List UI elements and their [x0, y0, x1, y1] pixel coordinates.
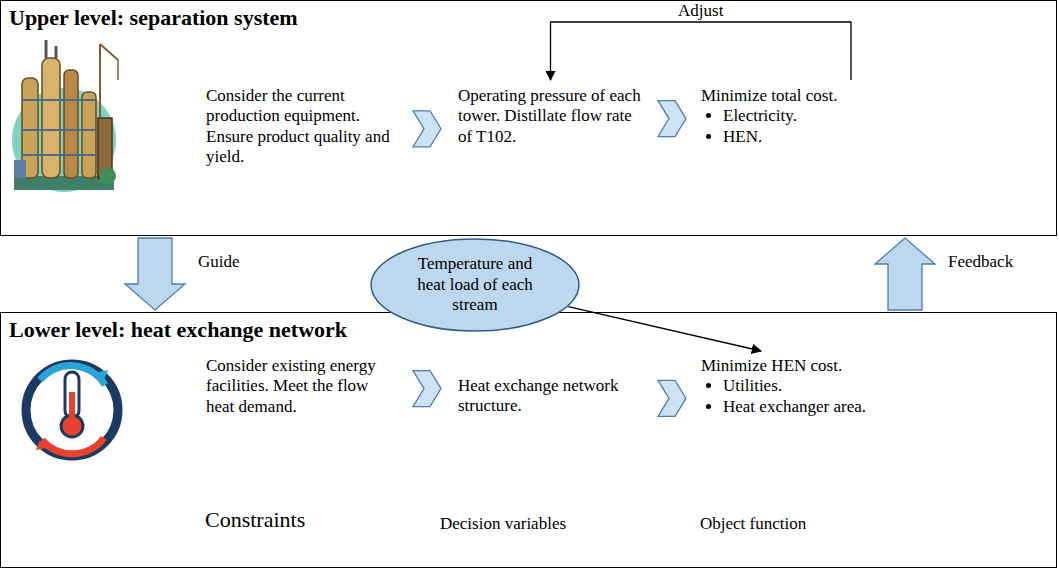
node-text: Operating pressure of each tower. Distil… — [458, 86, 643, 147]
edge-label: Feedback — [945, 252, 1016, 272]
node-text: Minimize HEN cost. — [701, 356, 941, 376]
block-arrow — [875, 238, 935, 310]
chevron-arrow — [658, 380, 686, 416]
bullet-item: Electricity. — [723, 106, 931, 126]
panel-title: Lower level: heat exchange network — [9, 317, 347, 343]
node-text: Consider existing energy facilities. Mee… — [206, 356, 396, 417]
constraint-text: Consider the current production equipmen… — [206, 86, 396, 168]
chevron-arrow — [413, 111, 441, 147]
constraint-text: Consider existing energy facilities. Mee… — [206, 356, 396, 417]
level-panel: Upper level: separation systemConsider t… — [0, 0, 1057, 236]
bullet-item: HEN. — [723, 127, 931, 147]
decision-text: Operating pressure of each tower. Distil… — [458, 86, 643, 147]
node-text: Minimize total cost. — [701, 86, 931, 106]
refinery-icon — [12, 40, 118, 192]
objective-text: Minimize total cost.Electricity.HEN. — [701, 86, 931, 147]
node-text: Consider the current production equipmen… — [206, 86, 396, 168]
bullet-item: Utilities. — [723, 376, 941, 396]
thermometer-icon — [26, 364, 118, 456]
objective-text: Minimize HEN cost.Utilities.Heat exchang… — [701, 356, 941, 417]
chevron-arrow — [413, 371, 441, 407]
data-ellipse: Temperature and heat load of each stream — [370, 238, 580, 332]
panel-title: Upper level: separation system — [9, 5, 298, 31]
arrow-line — [568, 307, 761, 351]
chevron-arrow — [658, 101, 686, 137]
edge-label: Guide — [195, 252, 243, 272]
bullet-item: Heat exchanger area. — [723, 397, 941, 417]
arrow-line — [551, 22, 852, 80]
row-label: Constraints — [205, 507, 305, 533]
ellipse-shape — [371, 239, 579, 331]
block-arrow — [125, 238, 185, 310]
row-label: Object function — [700, 514, 806, 534]
node-text: Heat exchange network structure. — [458, 376, 643, 417]
row-label: Decision variables — [440, 514, 566, 534]
decision-text: Heat exchange network structure. — [458, 376, 643, 417]
node-text: Temperature and heat load of each stream — [405, 254, 545, 315]
edge-label: Adjust — [675, 1, 726, 21]
